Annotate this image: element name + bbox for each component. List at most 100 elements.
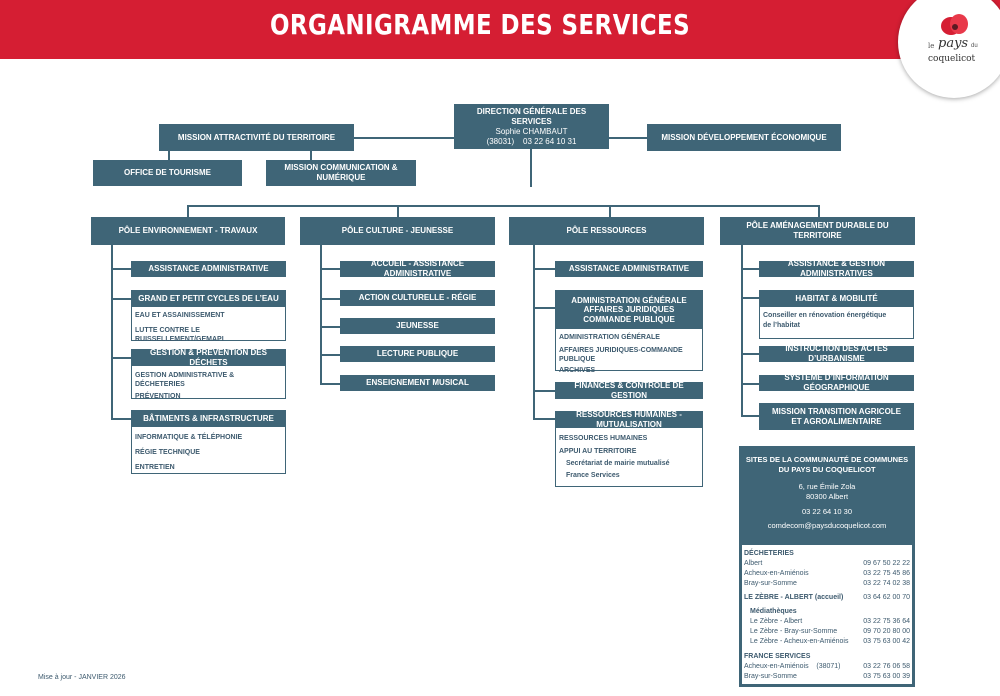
contact-name: Acheux-en-Amiénois: [744, 570, 809, 577]
sites-phone: 03 22 64 10 30: [801, 507, 853, 516]
ressources-rh-group: RESSOURCES HUMAINES - MUTUALISATION RESS…: [555, 410, 703, 487]
sites-email[interactable]: comdecom@paysducoquelicot.com: [767, 521, 887, 530]
contact-phone: 03 75 63 00 42: [863, 638, 910, 645]
mission-developpement: MISSION DÉVELOPPEMENT ÉCONOMIQUE: [647, 124, 841, 151]
connector: [320, 245, 322, 384]
connector: [609, 205, 611, 217]
ressources-admin-head-line: COMMANDE PUBLIQUE: [583, 314, 675, 324]
connector: [533, 307, 555, 309]
connector: [741, 297, 759, 299]
connector: [609, 137, 647, 139]
amenagement-habitat-item: de l’habitat: [763, 322, 800, 330]
dgs-box: DIRECTION GÉNÉRALE DES SERVICES Sophie C…: [454, 104, 609, 149]
env-eau-head: GRAND ET PETIT CYCLES DE L’EAU: [132, 291, 285, 307]
env-eau-item: EAU ET ASSAINISSEMENT: [135, 312, 225, 319]
poppy-icon: [941, 14, 968, 35]
zebre-phone: 03 64 62 00 70: [863, 594, 910, 601]
connector: [818, 205, 820, 217]
connector: [533, 268, 555, 270]
connector: [310, 151, 312, 160]
contact-name: Le Zèbre - Albert: [750, 618, 803, 625]
contact-row: Le Zèbre - Albert 03 22 75 36 64: [744, 618, 910, 625]
logo: le pays du coquelicot: [898, 0, 1000, 98]
contact-phone: 03 22 74 02 38: [863, 580, 910, 587]
env-batiments-group: BÂTIMENTS & INFRASTRUCTURE INFORMATIQUE …: [131, 410, 286, 474]
sites-address: 6, rue Émile Zola 80300 Albert: [739, 482, 915, 502]
pole-amenagement: PÔLE AMÉNAGEMENT DURABLE DU TERRITOIRE: [720, 217, 915, 245]
office-tourisme: OFFICE DE TOURISME: [93, 160, 242, 186]
connector: [320, 268, 340, 270]
ressources-admin-item: ADMINISTRATION GÉNÉRALE: [559, 334, 660, 341]
connector: [168, 151, 170, 160]
env-assistance: ASSISTANCE ADMINISTRATIVE: [131, 261, 286, 277]
mediatheques-label: Médiathèques: [744, 608, 910, 615]
contact-row: Bray-sur-Somme 03 22 74 02 38: [744, 580, 910, 587]
env-eau-group: GRAND ET PETIT CYCLES DE L’EAU EAU ET AS…: [131, 290, 286, 344]
contact-row: Acheux-en-Amiénois 03 22 75 45 86: [744, 570, 910, 577]
contact-phone: 03 22 75 36 64: [863, 618, 910, 625]
connector: [533, 418, 555, 420]
ressources-assistance: ASSISTANCE ADMINISTRATIVE: [555, 261, 703, 277]
contact-phone: 03 22 76 06 58: [863, 663, 910, 670]
mission-communication: MISSION COMMUNICATION & NUMÉRIQUE: [266, 160, 416, 186]
ressources-admin-head-line: ADMINISTRATION GÉNÉRALE: [571, 295, 687, 305]
connector: [187, 205, 819, 207]
amenagement-agricole-line: ET AGROALIMENTAIRE: [791, 416, 882, 426]
dgs-name: Sophie CHAMBAUT: [495, 126, 568, 136]
env-dechets-group: GESTION & PRÉVENTION DES DÉCHETS GESTION…: [131, 348, 286, 401]
connector: [320, 354, 340, 356]
contact-name: Albert: [744, 560, 763, 567]
logo-pays: pays: [938, 36, 969, 51]
mission-attractivite: MISSION ATTRACTIVITÉ DU TERRITOIRE: [159, 124, 354, 151]
ressources-admin-head-line: AFFAIRES JURIDIQUES: [583, 305, 675, 315]
ressources-admin-head: ADMINISTRATION GÉNÉRALE AFFAIRES JURIDIQ…: [556, 291, 702, 329]
contact-phone: 03 22 75 45 86: [863, 570, 910, 577]
env-dechets-item: PRÉVENTION: [135, 393, 181, 401]
sites-title-line: SITES DE LA COMMUNAUTÉ DE COMMUNES: [745, 455, 909, 464]
pole-culture: PÔLE CULTURE - JEUNESSE: [300, 217, 495, 245]
amenagement-assistance: ASSISTANCE & GESTION ADMINISTRATIVES: [759, 259, 914, 278]
env-eau-item: LUTTE CONTRE LE RUISSELLEMENT/GEMAPI: [135, 327, 224, 344]
logo-coquelicot: coquelicot: [928, 54, 976, 64]
contact-row: Acheux-en-Amiénois (38071)03 22 76 06 58: [744, 663, 910, 670]
france-services-label-text: FRANCE SERVICES: [744, 653, 811, 660]
ressources-rh-item: RESSOURCES HUMAINES: [559, 435, 648, 442]
contact-name: Le Zèbre - Bray-sur-Somme: [750, 628, 838, 635]
amenagement-habitat-item: Conseiller en rénovation énergétique: [763, 312, 887, 319]
culture-item: ENSEIGNEMENT MUSICAL: [340, 375, 495, 391]
logo-du: du: [971, 43, 978, 49]
connector: [741, 415, 759, 417]
connector: [111, 268, 131, 270]
contact-row: Bray-sur-Somme 03 75 63 00 39: [744, 673, 910, 680]
mediatheques-label-text: Médiathèques: [750, 608, 797, 615]
connector: [111, 418, 131, 420]
decheteries-label-text: DÉCHETERIES: [744, 550, 794, 557]
connector: [354, 137, 454, 139]
contact-name: Le Zèbre - Acheux-en-Amiénois: [750, 638, 849, 645]
contact-name: Bray-sur-Somme: [744, 673, 797, 680]
connector: [533, 390, 555, 392]
dgs-phone: (38031) 03 22 64 10 31: [486, 136, 577, 146]
ressources-rh-head: RESSOURCES HUMAINES - MUTUALISATION: [556, 410, 702, 429]
connector: [741, 268, 759, 270]
pole-ressources: PÔLE RESSOURCES: [509, 217, 704, 245]
connector: [320, 326, 340, 328]
connector: [111, 245, 113, 419]
ressources-rh-item: APPUI AU TERRITOIRE: [559, 448, 637, 456]
france-services-label: FRANCE SERVICES: [744, 653, 910, 660]
contact-name: Bray-sur-Somme: [744, 580, 797, 587]
amenagement-habitat-head: HABITAT & MOBILITÉ: [760, 291, 913, 307]
contact-row: LE ZÈBRE - ALBERT (accueil)03 64 62 00 7…: [744, 594, 910, 601]
env-batiments-item: RÉGIE TECHNIQUE: [135, 449, 200, 457]
sites-address-line: 6, rue Émile Zola: [798, 482, 856, 491]
connector: [741, 353, 759, 355]
sites-box: SITES DE LA COMMUNAUTÉ DE COMMUNES DU PA…: [739, 446, 915, 687]
amenagement-habitat-group: HABITAT & MOBILITÉ Conseiller en rénovat…: [759, 290, 914, 339]
env-dechets-item: GESTION ADMINISTRATIVE & DÉCHETERIES: [135, 372, 235, 389]
env-batiments-head: BÂTIMENTS & INFRASTRUCTURE: [132, 411, 285, 427]
connector: [320, 383, 340, 385]
connector: [741, 245, 743, 416]
ressources-admin-item: AFFAIRES JURIDIQUES-COMMANDE PUBLIQUE: [559, 347, 683, 364]
contact-phone: 03 75 63 00 39: [863, 673, 910, 680]
